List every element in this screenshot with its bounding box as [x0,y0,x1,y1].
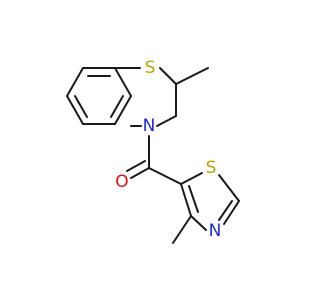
atom-s1-label: S [145,58,156,78]
bond-n3-c4 [190,215,207,231]
bond-carbonyl-thiazole [148,167,182,185]
molecule-structure-diagram: S N O S N [66,58,240,244]
atom-o-label: O [115,172,128,192]
bond-c2t-n3-double [218,200,233,221]
bond-c4-methyl [172,215,192,244]
bond-benzene-2 [114,67,132,97]
bonds [66,67,240,244]
atom-n4-label: N [143,116,156,136]
bond-benzene-5-inner [74,95,88,118]
atom-n-thiazole-label: N [209,221,222,241]
bond-c2-methyl [175,67,209,85]
bond-s1-c2 [159,67,177,85]
bond-benzene-3 [114,95,132,125]
bond-s-c2t [218,174,240,202]
bond-benzene-3-inner [110,95,124,118]
bond-c3-n4 [156,115,177,127]
bond-c5-s [180,172,203,185]
bond-carbonyl-o-double [126,160,146,172]
bond-c4-c5 [180,183,192,217]
atom-labels: S N O S N [115,58,221,241]
bond-c2t-n3 [223,200,240,225]
bond-benzene-5 [66,95,84,125]
bond-carbonyl-o [130,167,150,179]
bond-benzene-6 [66,67,84,97]
bond-c4-c5-double [188,185,199,213]
atom-s-thiazole-label: S [206,158,217,178]
